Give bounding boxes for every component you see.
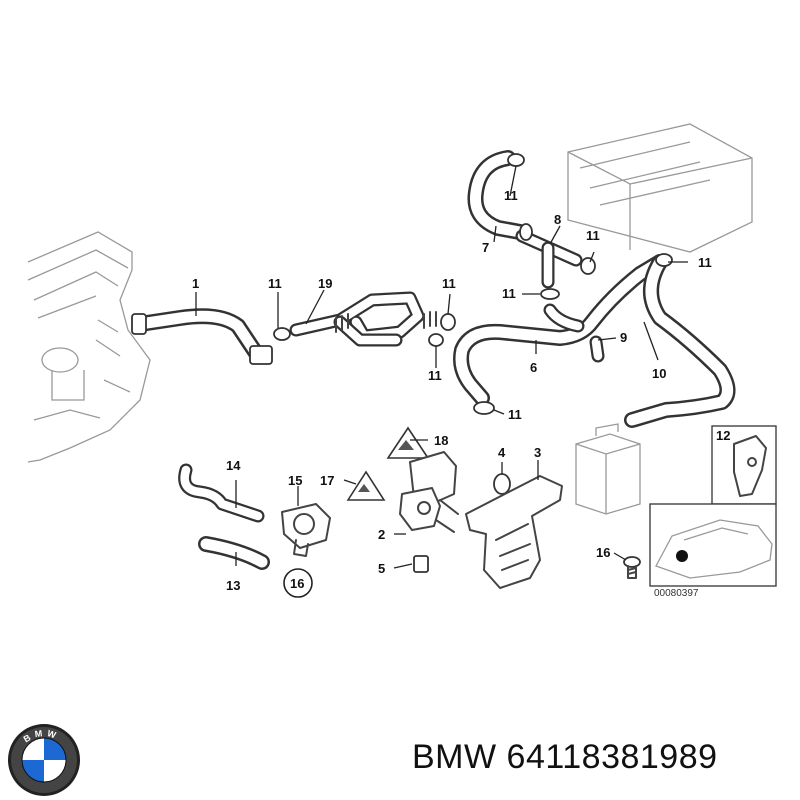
callout-11-a: 11 xyxy=(504,188,518,203)
hose-part-1 xyxy=(131,308,273,365)
callout-7: 7 xyxy=(482,240,489,255)
warning-label-18 xyxy=(386,426,430,459)
callout-6: 6 xyxy=(530,360,537,375)
callout-9: 9 xyxy=(620,330,627,345)
drawing-number: 00080397 xyxy=(654,588,699,599)
circled-callout-16 xyxy=(283,568,313,598)
callout-11-g: 11 xyxy=(428,368,442,383)
callout-14: 14 xyxy=(226,458,241,473)
callout-16: 16 xyxy=(596,545,610,560)
hose-clamps xyxy=(273,153,673,415)
inset-frame-car xyxy=(649,503,777,587)
callout-11-b: 11 xyxy=(586,228,600,243)
bracket-part-3 xyxy=(465,475,563,589)
callout-3: 3 xyxy=(534,445,541,460)
expansion-tank-outline xyxy=(575,423,641,515)
callout-17: 17 xyxy=(320,473,334,488)
callout-11-c: 11 xyxy=(698,255,712,270)
hose-part-14 xyxy=(178,463,265,523)
callout-11-f: 11 xyxy=(442,276,456,291)
bmw-logo-icon: BMW xyxy=(8,724,80,796)
grommet-part-4 xyxy=(493,473,511,495)
callout-16-circled: 16 xyxy=(290,576,304,591)
callout-13: 13 xyxy=(226,578,240,593)
callout-11-e: 11 xyxy=(268,276,282,291)
hose-part-7 xyxy=(467,150,528,240)
part-number: 64118381989 xyxy=(506,738,718,776)
pump-part-15 xyxy=(281,503,331,557)
inset-frame-12 xyxy=(711,425,777,505)
leader-lines xyxy=(195,165,688,569)
callout-8: 8 xyxy=(554,212,561,227)
callout-12: 12 xyxy=(716,428,730,443)
heater-core-outline xyxy=(567,123,753,253)
connector-part-8 xyxy=(515,229,583,289)
warning-label-17 xyxy=(346,470,386,501)
callout-18: 18 xyxy=(434,433,448,448)
hose-part-6 xyxy=(453,254,668,406)
callout-11-h: 11 xyxy=(508,407,522,422)
nut-part-5 xyxy=(413,555,429,573)
pipe-part-19 xyxy=(289,291,437,347)
callout-5: 5 xyxy=(378,561,385,576)
brand-name: BMW xyxy=(412,738,497,776)
screw-part-16 xyxy=(623,556,641,579)
callout-1: 1 xyxy=(192,276,199,291)
callout-4: 4 xyxy=(498,445,506,460)
valve-part-2 xyxy=(399,451,459,533)
hose-part-10 xyxy=(624,254,736,428)
callout-10: 10 xyxy=(652,366,666,381)
callout-19: 19 xyxy=(318,276,332,291)
callout-labels: 1 2 3 4 5 6 7 8 9 10 11 11 11 11 11 11 1… xyxy=(192,188,730,599)
callout-2: 2 xyxy=(378,527,385,542)
engine-block-outline xyxy=(27,231,151,463)
brand-part-number-line: BMW 64118381989 xyxy=(412,738,718,777)
bracket-part-12 xyxy=(733,435,767,497)
callout-11-d: 11 xyxy=(502,286,516,301)
callout-15: 15 xyxy=(288,473,302,488)
car-location-sketch xyxy=(655,519,773,579)
hose-part-13 xyxy=(198,536,270,570)
